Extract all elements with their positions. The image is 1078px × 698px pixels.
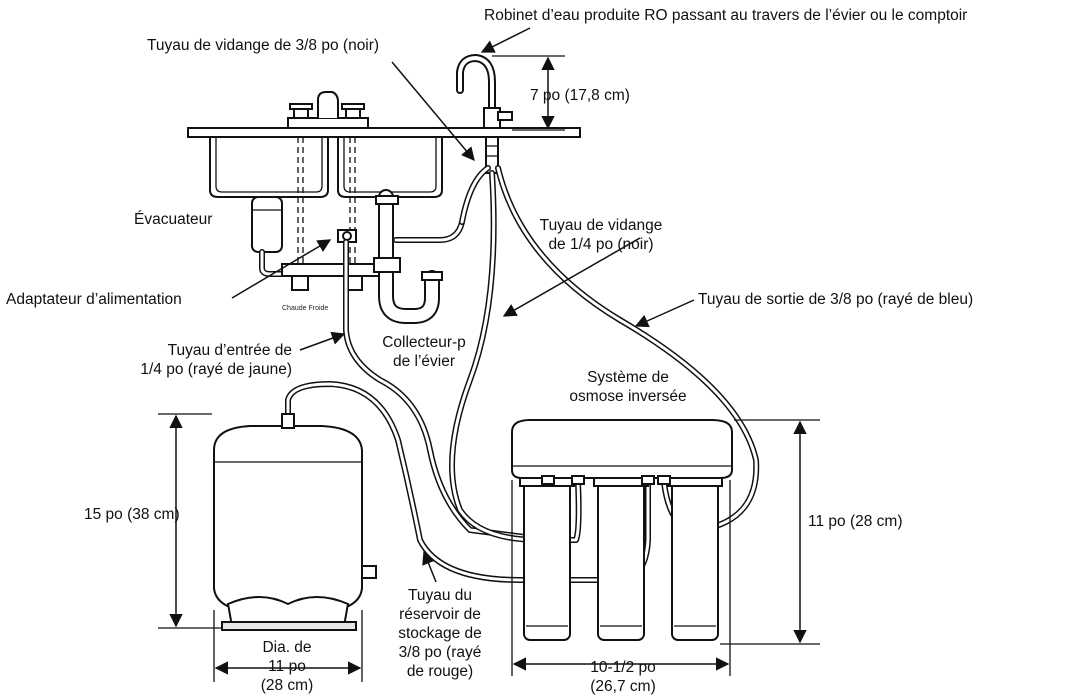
label-evacuateur: Évacuateur: [134, 211, 213, 228]
label-tank-diameter-line3: (28 cm): [260, 677, 314, 694]
label-faucet-height: 7 po (17,8 cm): [530, 87, 630, 104]
p-trap: [373, 189, 465, 324]
label-system-height: 11 po (28 cm): [808, 513, 903, 530]
label-p-trap-line2: de l’évier: [392, 353, 456, 370]
label-system-width-line2: (26,7 cm): [590, 678, 656, 695]
label-adapter: Adaptateur d’alimentation: [6, 291, 182, 308]
system-height-dimension: [720, 419, 820, 645]
label-drain-1-4-line2: de 1/4 po (noir): [548, 236, 654, 253]
label-ro-system-line2: osmose inversée: [569, 388, 687, 405]
label-tank-diameter-line1: Dia. de: [262, 639, 312, 656]
label-storage-tube-line2: réservoir de: [399, 606, 481, 623]
label-inlet-line1: Tuyau d’entrée de: [167, 342, 292, 359]
sink-faucet: [287, 91, 369, 129]
label-ro-faucet: Robinet d’eau produite RO passant au tra…: [484, 7, 968, 24]
label-hot-cold: Chaude Froide: [282, 305, 329, 312]
system-width-dimension: [511, 480, 731, 676]
label-system-width-line1: 10-1/2 po: [590, 659, 656, 676]
faucet-height-dimension: [492, 55, 565, 131]
label-tank-diameter-line2: 11 po: [268, 658, 306, 675]
supply-lines: [297, 137, 356, 270]
disposal: [251, 196, 298, 277]
label-storage-tube-line4: 3/8 po (rayé: [398, 644, 482, 661]
label-ro-system: Système de osmose inversée: [548, 368, 708, 406]
label-drain-1-4-line1: Tuyau de vidange: [539, 217, 663, 234]
ro-system: [511, 419, 733, 641]
storage-tank: [213, 413, 377, 631]
label-storage-tube-line3: stockage de: [398, 625, 482, 642]
label-drain-1-4: Tuyau de vidange de 1/4 po (noir): [526, 216, 676, 254]
leader-arrows: [231, 27, 695, 583]
label-p-trap-line1: Collecteur-p: [382, 334, 466, 351]
label-storage-tube-line1: Tuyau du: [407, 587, 473, 604]
label-storage-tube-line5: de rouge): [406, 663, 474, 680]
label-tank-height: 15 po (38 cm): [84, 506, 180, 523]
shutoff-valves: [281, 229, 383, 291]
label-inlet-line2: 1/4 po (rayé de jaune): [140, 361, 292, 378]
label-storage-tube: Tuyau du réservoir de stockage de 3/8 po…: [372, 586, 508, 681]
ro-faucet: [456, 54, 513, 174]
tank-height-dimension: [158, 413, 222, 629]
label-drain-3-8: Tuyau de vidange de 3/8 po (noir): [147, 37, 380, 54]
sink: [209, 137, 443, 198]
tank-diameter-dimension: [213, 610, 363, 682]
label-inlet: Tuyau d’entrée de 1/4 po (rayé de jaune): [78, 341, 292, 379]
label-outlet-3-8: Tuyau de sortie de 3/8 po (rayé de bleu): [698, 291, 974, 308]
countertop: [187, 127, 581, 138]
label-ro-system-line1: Système de: [587, 369, 669, 386]
label-system-width: 10-1/2 po (26,7 cm): [558, 658, 688, 696]
label-tank-diameter: Dia. de 11 po (28 cm): [232, 638, 342, 695]
label-p-trap: Collecteur-p de l’évier: [364, 333, 484, 371]
